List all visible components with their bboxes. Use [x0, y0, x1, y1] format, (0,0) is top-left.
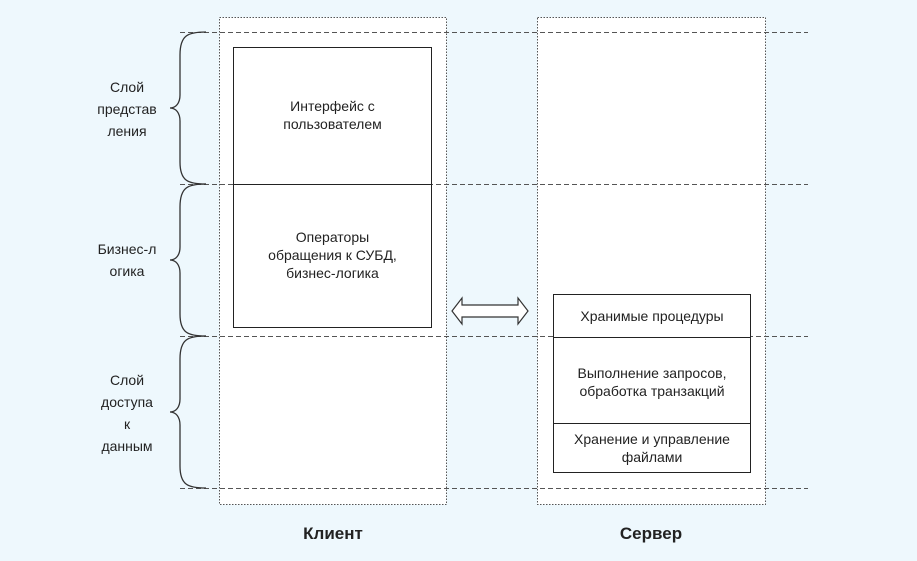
label-line: Слой: [109, 79, 145, 95]
label-line: Слой: [109, 372, 145, 388]
label-line: ления: [107, 123, 147, 139]
client-title: Клиент: [303, 524, 363, 543]
text-line: Выполнение запросов,: [577, 365, 727, 381]
client-block: [233, 47, 432, 328]
layer-label-business: Бизнес-л огика: [82, 238, 172, 282]
label-line: данным: [101, 438, 153, 454]
label-line: Бизнес-л: [97, 241, 157, 257]
text-line: бизнес-логика: [286, 265, 379, 281]
brace-presentation: [169, 31, 207, 185]
server-procedures-text: Хранимые процедуры: [553, 307, 751, 325]
client-ui-block-text: Интерфейс с пользователем: [233, 97, 432, 133]
brace-data-access: [169, 335, 207, 489]
client-column: [219, 17, 447, 505]
brace-business: [169, 183, 207, 337]
label-line: огика: [109, 263, 145, 279]
text-line: Хранимые процедуры: [580, 308, 724, 324]
server-files-text: Хранение и управление файлами: [553, 430, 751, 466]
label-line: к: [123, 416, 131, 432]
text-line: обработка транзакций: [579, 383, 725, 399]
layer-label-presentation: Слой представ ления: [82, 76, 172, 142]
server-block: [553, 294, 751, 473]
text-line: пользователем: [283, 116, 382, 132]
text-line: Интерфейс с: [290, 98, 375, 114]
server-title: Сервер: [619, 524, 683, 543]
label-line: представ: [97, 101, 157, 117]
client-logic-block-text: Операторы обращения к СУБД, бизнес-логик…: [233, 228, 432, 282]
server-queries-text: Выполнение запросов, обработка транзакци…: [553, 364, 751, 400]
braces: [169, 31, 207, 489]
bidirectional-arrow-icon: [451, 296, 529, 326]
text-line: Хранение и управление: [574, 431, 730, 447]
text-line: обращения к СУБД,: [268, 247, 397, 263]
text-line: файлами: [621, 449, 683, 465]
text-line: Операторы: [295, 229, 370, 245]
label-line: доступа: [101, 394, 153, 410]
layer-label-data-access: Слой доступа к данным: [82, 369, 172, 457]
